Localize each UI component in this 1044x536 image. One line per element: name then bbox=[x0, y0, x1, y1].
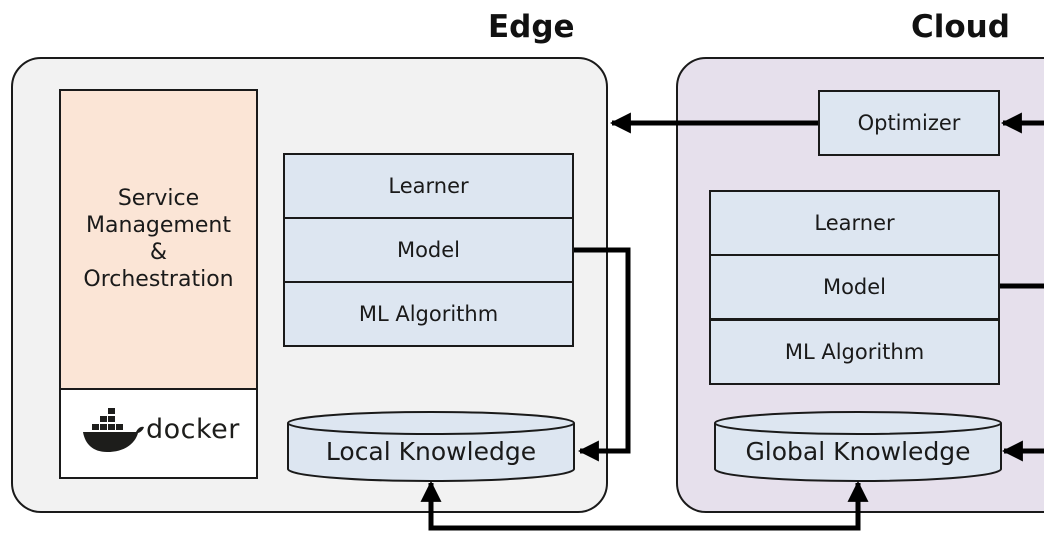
local-knowledge-cylinder bbox=[287, 411, 575, 482]
local-knowledge-label: Local Knowledge bbox=[325, 436, 537, 466]
service-line-3: & bbox=[149, 240, 168, 265]
global-knowledge-label: Global Knowledge bbox=[745, 436, 971, 466]
global-knowledge-cylinder bbox=[714, 411, 1002, 482]
docker-whale-icon bbox=[83, 408, 144, 452]
edge-title: Edge bbox=[488, 9, 575, 45]
service-line-2: Management bbox=[86, 213, 231, 239]
knowledge-exchange-arrow bbox=[420, 480, 869, 531]
edge-model-to-local-knowledge-arrow bbox=[574, 247, 631, 462]
docker-wordmark: docker bbox=[146, 414, 240, 445]
cloud-title: Cloud bbox=[911, 9, 1010, 45]
cloud-learner-box: Learner bbox=[709, 190, 1000, 256]
service-management-label: Service Management & Orchestration bbox=[61, 170, 256, 310]
optimizer-box: Optimizer bbox=[818, 90, 1000, 156]
docker-logo: docker bbox=[80, 405, 250, 461]
service-line-4: Orchestration bbox=[83, 266, 234, 292]
cloud-model-box: Model bbox=[709, 254, 1000, 320]
edge-ml-algorithm-box: ML Algorithm bbox=[283, 281, 574, 347]
cloud-ml-algorithm-box: ML Algorithm bbox=[709, 319, 1000, 385]
service-line-1: Service bbox=[117, 186, 200, 212]
